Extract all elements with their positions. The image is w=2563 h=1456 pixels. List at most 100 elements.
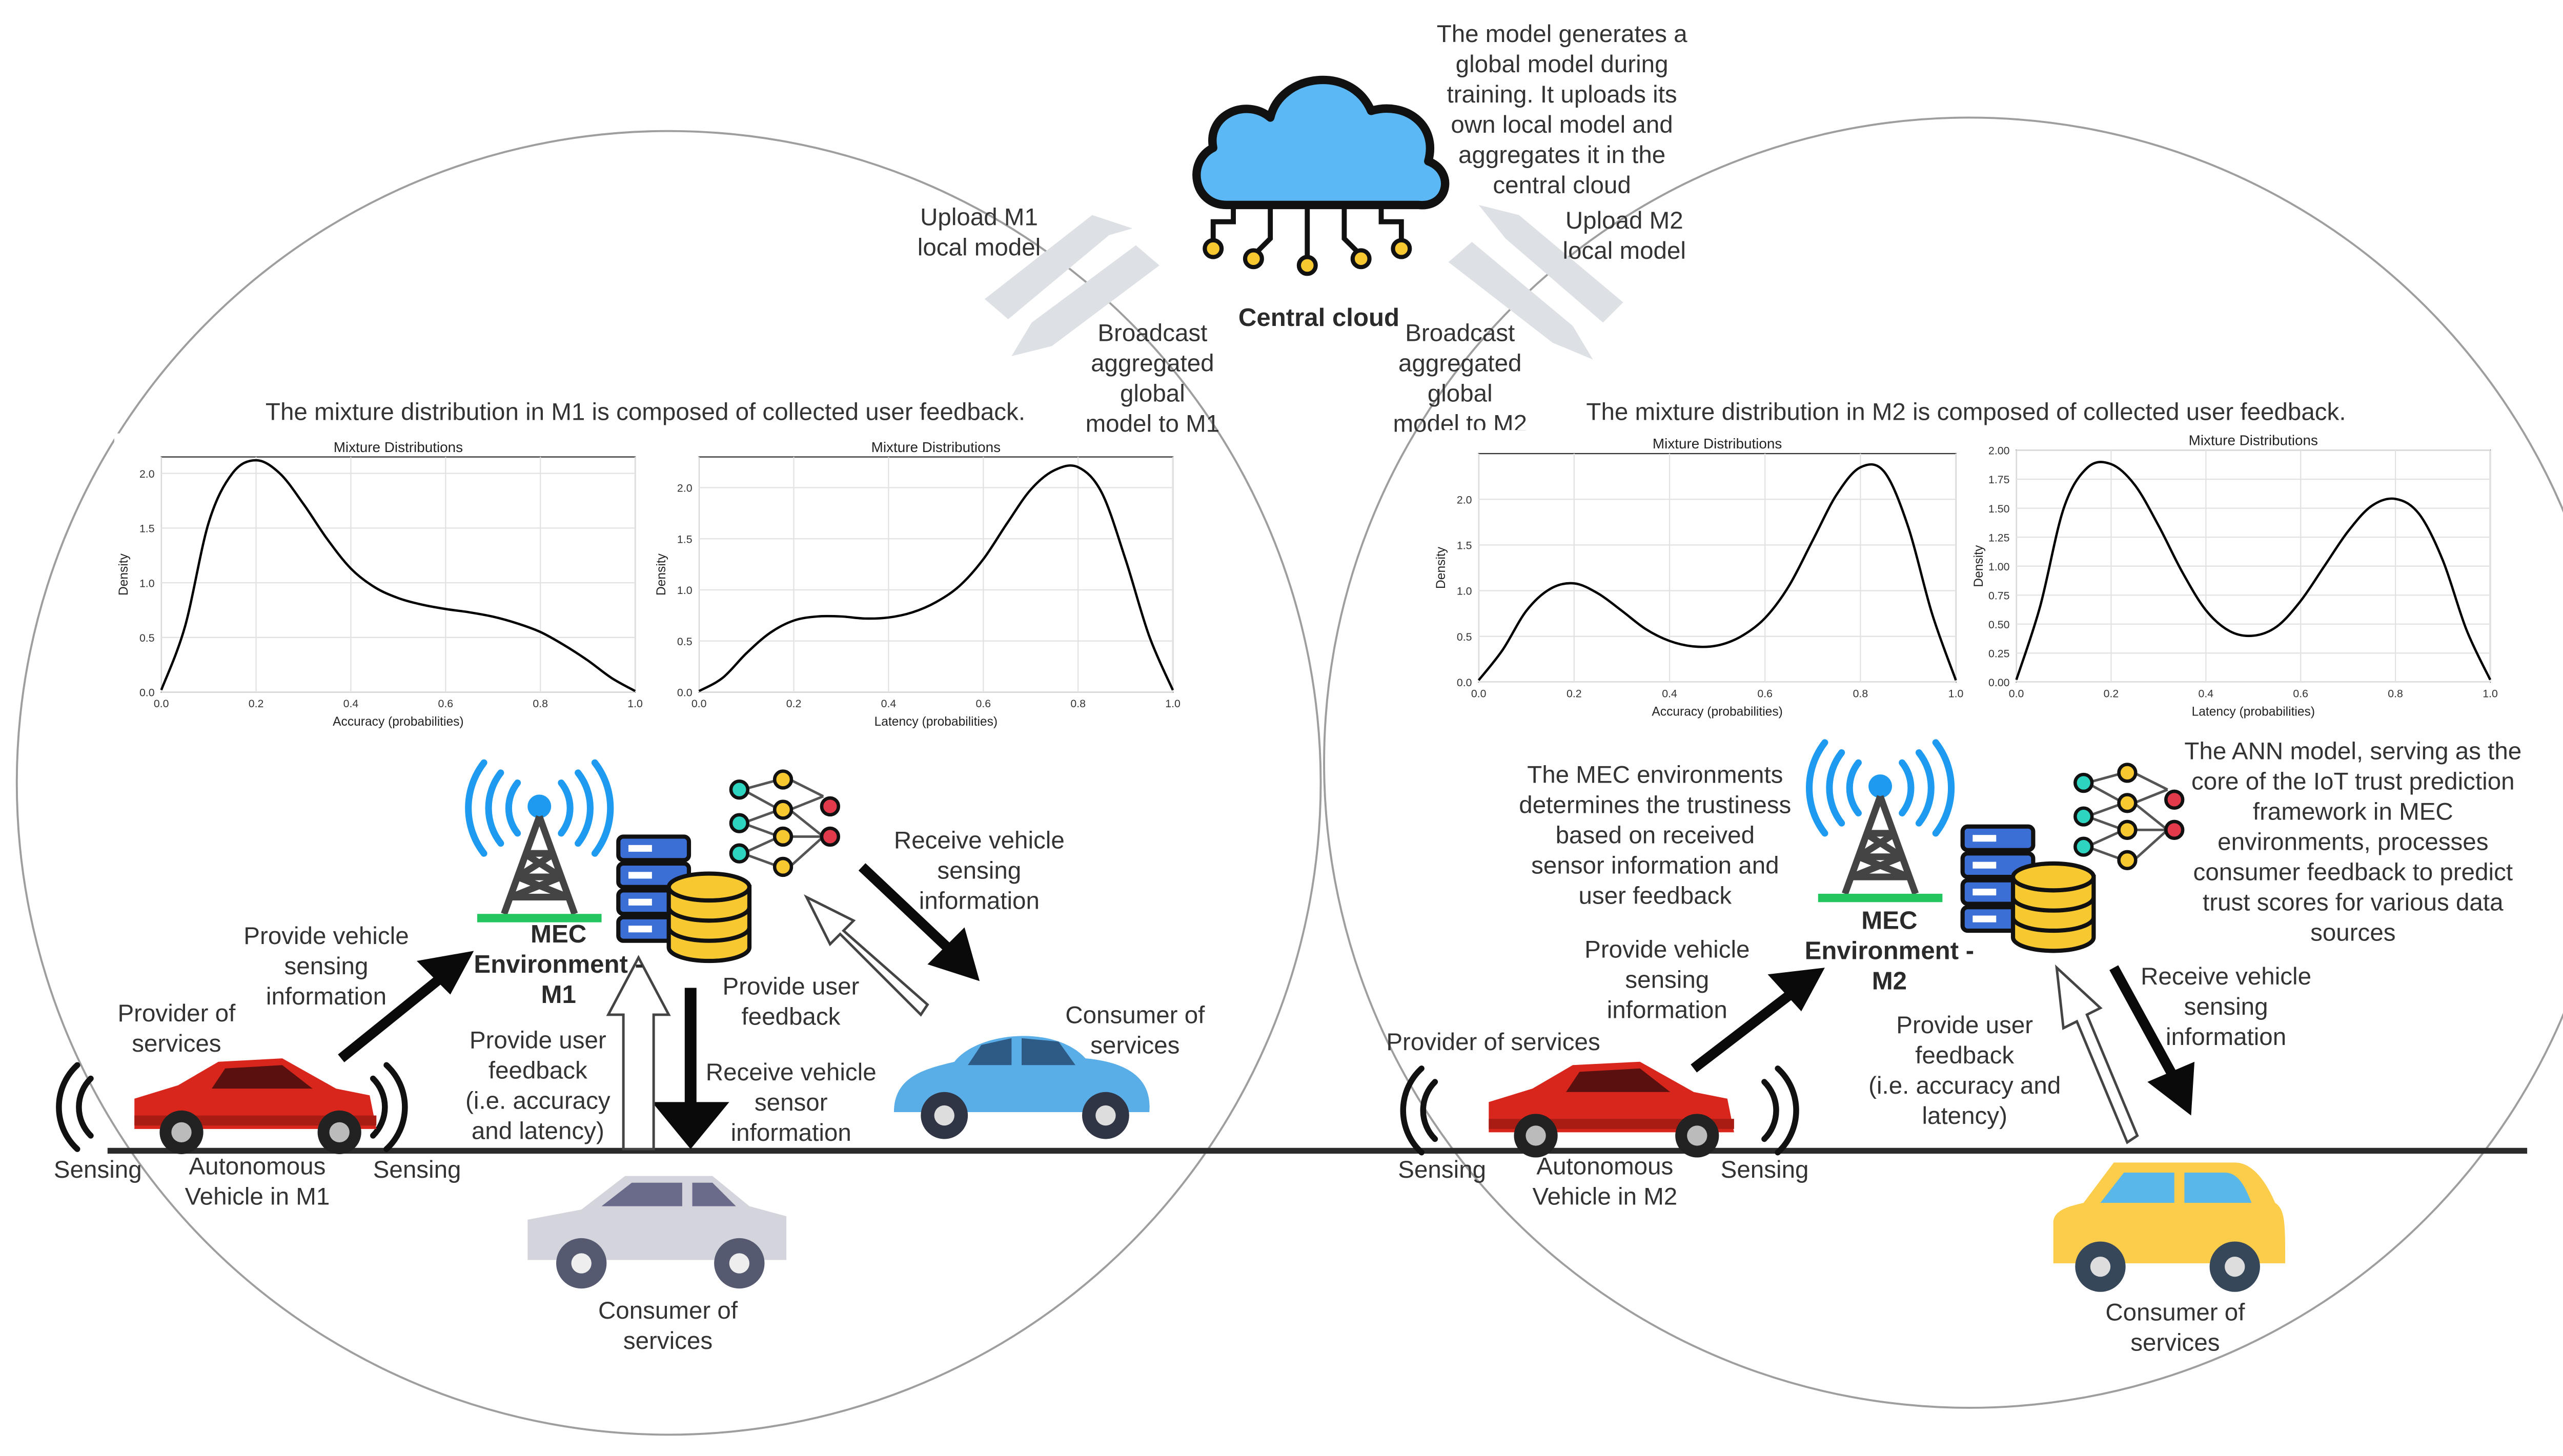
y-axis-label: Density [117, 553, 131, 596]
x-tick-label: 0.8 [1070, 698, 1086, 710]
y-tick-label: 0.00 [1988, 676, 2010, 689]
cloud-icon [1192, 75, 1450, 276]
provide-sensing-arrow-m1 [338, 951, 474, 1062]
chart-title: Mixture Distributions [334, 439, 463, 455]
provide-sensing-arrow-m2 [1691, 968, 1825, 1073]
y-tick-label: 0.25 [1988, 648, 2009, 660]
y-tick-label: 2.0 [139, 468, 155, 480]
tower-icon-m2 [1806, 739, 1955, 903]
receive-sensor-arrow-m1 [652, 988, 729, 1150]
x-tick-label: 0.0 [2009, 687, 2024, 700]
x-axis-label: Accuracy (probabilities) [333, 715, 463, 729]
y-axis-label: Density [1972, 545, 1986, 587]
network-icon-m2 [2073, 763, 2185, 871]
x-tick-label: 0.6 [1757, 687, 1773, 700]
x-tick-label: 0.6 [975, 698, 991, 710]
x-axis-label: Latency (probabilities) [874, 715, 998, 729]
y-tick-label: 1.25 [1988, 531, 2009, 544]
provider-car-icon-m1 [56, 1058, 408, 1154]
x-tick-label: 0.4 [343, 698, 359, 710]
density-curve [160, 459, 636, 692]
density-curve [1477, 463, 1957, 681]
sensing-right-label-m2: Sensing [1720, 1157, 1809, 1184]
y-tick-label: 2.00 [1988, 445, 2010, 457]
x-tick-label: 0.6 [438, 698, 454, 710]
x-tick-label: 0.8 [533, 698, 548, 710]
y-tick-label: 1.5 [1457, 540, 1472, 552]
x-tick-label: 0.0 [691, 698, 707, 710]
provide-feedback-arrow-m1 [606, 955, 671, 1151]
x-tick-label: 0.8 [1853, 687, 1868, 700]
network-icon-m1 [729, 769, 841, 877]
y-tick-label: 0.0 [139, 687, 155, 699]
y-tick-label: 1.0 [1457, 585, 1472, 598]
mixture-note-m2: The mixture distribution in M2 is compos… [1586, 400, 2346, 427]
x-tick-label: 0.6 [2293, 687, 2308, 700]
x-tick-label: 1.0 [2483, 687, 2498, 700]
chart-title: Mixture Distributions [871, 439, 1001, 455]
x-tick-label: 0.4 [881, 698, 897, 710]
y-axis-label: Density [1434, 546, 1448, 589]
y-tick-label: 2.0 [1457, 494, 1472, 506]
region-m1-circle [15, 130, 1322, 1436]
y-tick-label: 0.0 [1457, 676, 1472, 689]
sensing-left-label-m2: Sensing [1398, 1157, 1487, 1184]
plot-area [698, 456, 1174, 693]
consumer-car-icon-yellow [2053, 1162, 2286, 1292]
provide-feedback-arrow-m2 [2055, 964, 2139, 1144]
provide-feedback-arrow-m1-b [803, 894, 929, 1017]
y-tick-label: 0.50 [1988, 619, 2010, 631]
provider-car-icon-m2 [1400, 1061, 1799, 1158]
mixture-note-m1: The mixture distribution in M1 is compos… [265, 400, 1026, 427]
receive-sensing-arrow-m1 [858, 863, 980, 981]
chart-title: Mixture Distributions [1653, 436, 1782, 452]
chart-title: Mixture Distributions [2189, 433, 2318, 448]
y-tick-label: 1.75 [1988, 474, 2009, 486]
sensing-wave-left [76, 1075, 94, 1139]
y-tick-label: 1.5 [677, 533, 693, 545]
y-tick-label: 2.0 [677, 482, 693, 495]
density-curve [2015, 461, 2492, 681]
y-tick-label: 1.5 [139, 523, 155, 535]
x-tick-label: 0.8 [2388, 687, 2403, 700]
upload-m1-arrow [984, 215, 1133, 319]
central-cloud-title: Central cloud [1238, 304, 1400, 333]
sensing-right-label-m1: Sensing [373, 1157, 461, 1184]
y-tick-label: 1.0 [677, 584, 693, 597]
y-tick-label: 1.00 [1988, 561, 2010, 573]
y-tick-label: 1.50 [1988, 503, 2010, 515]
x-tick-label: 1.0 [627, 698, 643, 710]
sensing-left-label-m1: Sensing [53, 1157, 142, 1184]
consumer-car-icon-grey [527, 1176, 787, 1289]
x-tick-label: 0.2 [1567, 687, 1582, 700]
x-axis-label: Latency (probabilities) [2192, 705, 2315, 719]
broadcast-m2-arrow [1448, 242, 1593, 360]
y-tick-label: 0.75 [1988, 589, 2009, 602]
plot-area [160, 456, 636, 693]
consumer-car-icon-blue [893, 1036, 1150, 1139]
server-db-icon-m1 [616, 834, 752, 963]
